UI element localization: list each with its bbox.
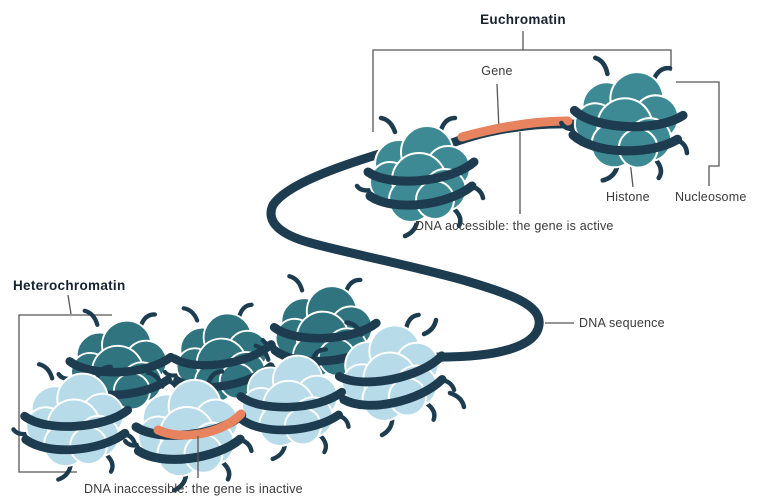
histone-tail-loose-1 [421, 317, 439, 337]
heterochromatin-title: Heterochromatin [13, 278, 126, 293]
dna-accessible-caption: DNA accessible: the gene is active [415, 219, 614, 233]
silenced-gene-segment [153, 409, 246, 440]
euchromatin-bracket [372, 31, 672, 132]
dna-sequence-label: DNA sequence [579, 316, 665, 330]
heterochromatin-region [12, 275, 467, 491]
histone-tail-loose-2 [447, 390, 467, 410]
dna-inaccessible-caption: DNA inaccessible: the gene is inactive [84, 482, 303, 496]
nucleosome-euchromatin-right [554, 54, 698, 191]
gene-label: Gene [481, 64, 513, 78]
histone-label: Histone [606, 190, 650, 204]
leader-lines [18, 31, 720, 473]
euchromatin-region [357, 54, 698, 236]
nucleosome-bracket [676, 81, 720, 186]
heterochromatin-bracket [18, 294, 112, 473]
dna-sequence-curve [266, 147, 544, 362]
gene-leader-line [496, 83, 500, 131]
euchromatin-title: Euchromatin [480, 12, 566, 27]
nucleosome-label: Nucleosome [675, 190, 747, 204]
gene-segment [457, 116, 573, 142]
